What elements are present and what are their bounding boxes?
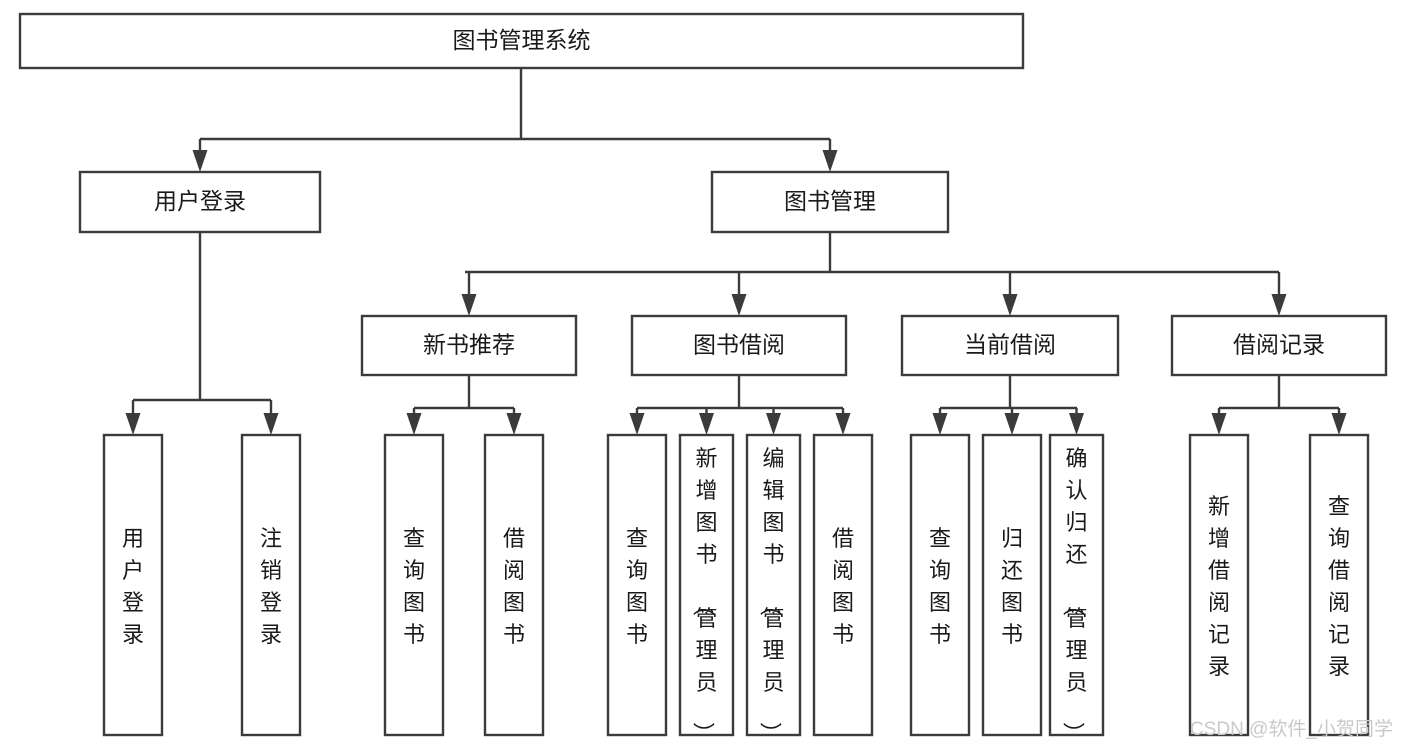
node-box[interactable] — [1048, 433, 1105, 737]
node-box[interactable] — [1188, 433, 1250, 737]
node-box[interactable] — [18, 12, 1025, 70]
node-label: 新书推荐 — [423, 332, 515, 358]
record-bus-to-查询借阅记录-arrowhead — [1331, 413, 1347, 435]
node-level3-借阅记录[interactable]: 借阅记录 — [1170, 314, 1388, 377]
borrow-bus-to-新增图书管理员-arrowhead — [699, 413, 714, 435]
current-bus-to-查询图书-arrowhead — [932, 413, 948, 435]
node-box[interactable] — [360, 314, 578, 377]
node-label: 新增图书（管理员） — [690, 446, 717, 744]
node-box[interactable] — [678, 433, 735, 737]
node-root-图书管理系统[interactable]: 图书管理系统 — [18, 12, 1025, 70]
node-level2-图书管理[interactable]: 图书管理 — [710, 170, 950, 234]
node-box[interactable] — [900, 314, 1120, 377]
node-box[interactable] — [606, 433, 668, 737]
node-leaf-归还图书[interactable]: 归还图书 — [981, 433, 1043, 737]
node-label: 编辑图书（管理员） — [757, 446, 784, 744]
borrow-bus-to-查询图书-arrowhead — [629, 413, 645, 435]
node-label: 注销登录 — [260, 526, 282, 647]
node-box[interactable] — [483, 433, 545, 737]
node-box[interactable] — [78, 170, 322, 234]
node-leaf-借阅图书[interactable]: 借阅图书 — [812, 433, 874, 737]
connector-layer — [125, 68, 1347, 435]
node-label: 查询图书 — [929, 526, 951, 647]
watermark: CSDN @软件_小贺同学 — [1190, 719, 1393, 740]
node-box[interactable] — [1308, 433, 1370, 737]
node-layer: 图书管理系统用户登录图书管理新书推荐图书借阅当前借阅借阅记录用户登录注销登录查询… — [18, 12, 1388, 744]
node-leaf-编辑图书管理员[interactable]: 编辑图书（管理员） — [745, 433, 802, 744]
node-label: 新增借阅记录 — [1208, 494, 1230, 679]
node-leaf-注销登录[interactable]: 注销登录 — [240, 433, 302, 737]
node-box[interactable] — [745, 433, 802, 737]
node-box[interactable] — [812, 433, 874, 737]
node-box[interactable] — [240, 433, 302, 737]
node-label: 查询图书 — [626, 526, 648, 647]
node-leaf-查询借阅记录[interactable]: 查询借阅记录 — [1308, 433, 1370, 737]
book-mgmt-bus-to-当前借阅-arrowhead — [1002, 294, 1018, 316]
node-leaf-查询图书[interactable]: 查询图书 — [909, 433, 971, 737]
book-mgmt-bus-to-图书借阅-arrowhead — [731, 294, 747, 316]
new-book-bus-to-查询图书-arrowhead — [406, 413, 422, 435]
book-mgmt-bus-to-新书推荐-arrowhead — [461, 294, 477, 316]
record-bus-to-新增借阅记录-arrowhead — [1211, 413, 1227, 435]
node-leaf-确认归还管理员[interactable]: 确认归还（管理员） — [1048, 433, 1105, 744]
node-level3-新书推荐[interactable]: 新书推荐 — [360, 314, 578, 377]
node-label: 确认归还（管理员） — [1060, 446, 1087, 744]
node-label: 图书借阅 — [693, 332, 785, 358]
node-label: 借阅图书 — [503, 526, 525, 647]
borrow-bus-to-借阅图书-arrowhead — [835, 413, 851, 435]
node-label: 图书管理系统 — [453, 27, 591, 53]
node-label: 当前借阅 — [964, 332, 1056, 358]
node-level3-图书借阅[interactable]: 图书借阅 — [630, 314, 848, 377]
node-label: 查询图书 — [403, 526, 425, 647]
node-leaf-用户登录[interactable]: 用户登录 — [102, 433, 164, 737]
node-label: 查询借阅记录 — [1328, 494, 1350, 679]
node-label: 借阅图书 — [832, 526, 854, 647]
node-leaf-查询图书[interactable]: 查询图书 — [383, 433, 445, 737]
node-box[interactable] — [710, 170, 950, 234]
node-box[interactable] — [630, 314, 848, 377]
node-leaf-查询图书[interactable]: 查询图书 — [606, 433, 668, 737]
node-label: 用户登录 — [154, 188, 246, 214]
node-box[interactable] — [383, 433, 445, 737]
node-box[interactable] — [909, 433, 971, 737]
root-bus-to-图书管理-arrowhead — [822, 150, 838, 172]
node-label: 用户登录 — [122, 526, 144, 647]
current-bus-to-确认归还管理员-arrowhead — [1069, 413, 1084, 435]
node-leaf-新增图书管理员[interactable]: 新增图书（管理员） — [678, 433, 735, 744]
node-leaf-借阅图书[interactable]: 借阅图书 — [483, 433, 545, 737]
node-box[interactable] — [1170, 314, 1388, 377]
node-leaf-新增借阅记录[interactable]: 新增借阅记录 — [1188, 433, 1250, 737]
node-level3-当前借阅[interactable]: 当前借阅 — [900, 314, 1120, 377]
node-label: 借阅记录 — [1233, 332, 1325, 358]
node-label: 图书管理 — [784, 188, 876, 214]
root-bus-to-用户登录-arrowhead — [192, 150, 208, 172]
node-box[interactable] — [981, 433, 1043, 737]
node-level2-用户登录[interactable]: 用户登录 — [78, 170, 322, 234]
book-mgmt-bus-to-借阅记录-arrowhead — [1271, 294, 1287, 316]
node-box[interactable] — [102, 433, 164, 737]
current-bus-to-归还图书-arrowhead — [1004, 413, 1020, 435]
login-bus-to-注销登录-arrowhead — [263, 413, 279, 435]
new-book-bus-to-借阅图书-arrowhead — [506, 413, 522, 435]
node-label: 归还图书 — [1001, 526, 1023, 647]
login-bus-to-用户登录-arrowhead — [125, 413, 141, 435]
borrow-bus-to-编辑图书管理员-arrowhead — [766, 413, 781, 435]
